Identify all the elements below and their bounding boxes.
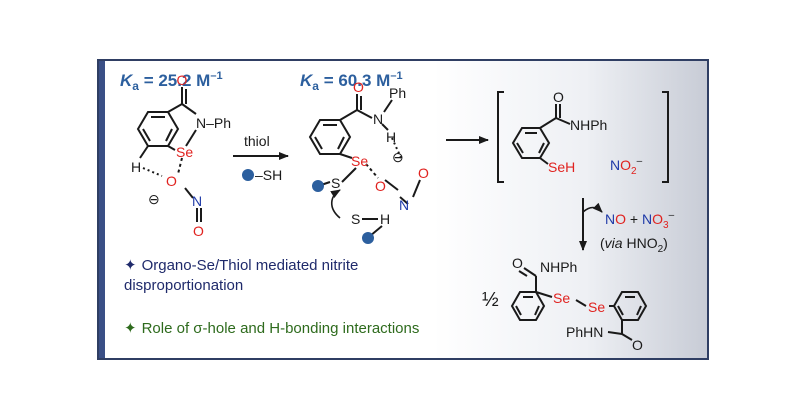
selenol-carbonyl-o: O [553,89,564,105]
left-ka-label: Ka = 25.2 M–1 [120,70,223,93]
middle-se-atom: Se [351,153,368,169]
middle-bead-1-icon [312,180,324,192]
thiol-sh: –SH [255,167,282,183]
middle-s2-atom: S [351,211,360,227]
left-se-atom: Se [176,144,193,160]
middle-bead-2-icon [362,232,374,244]
right-bracket [662,91,669,183]
thiol-arrow: thiol –SH [233,133,289,183]
left-carbonyl-o: O [177,72,188,88]
figure-frame [97,59,709,360]
middle-bonds [317,94,421,237]
diselenide-se2: Se [588,299,605,315]
left-accent-bar [99,61,105,358]
left-h-atom: H [131,159,141,175]
left-minus-charge: ⊖ [148,191,160,207]
thiol-label: thiol [244,133,270,149]
diselenide-nhph: NHPh [540,259,577,275]
reaction-arrow-3 [579,198,603,251]
selenol-seh: SeH [548,159,575,175]
bullet-2: ✦Role of σ-hole and H-bonding interactio… [124,320,419,337]
half-coefficient: ½ [482,289,499,311]
diselenide-phhn: PhHN [566,324,603,340]
left-bonds [139,87,202,222]
no-products: NO + NO3– [605,210,675,231]
middle-ph: Ph [389,85,406,101]
left-amide-nph: N–Ph [196,115,231,131]
thiol-bead-icon [242,169,254,181]
via-hno2: (via HNO2) [600,235,668,255]
left-n-atom: N [192,193,202,209]
middle-o2-atom: O [418,165,429,181]
left-o-atom: O [166,173,177,189]
bullet-1: ✦Organo-Se/Thiol mediated nitrite dispro… [124,257,358,294]
gas-products: NO + NO3– (via HNO2) [600,210,675,255]
left-benzene-ring [136,111,180,147]
bullet-1-line-1: ✦Organo-Se/Thiol mediated nitrite [124,257,358,274]
left-o-bottom: O [193,223,204,239]
middle-ka-label: Ka = 60.3 M–1 [300,70,403,93]
diselenide-product: ½ O NHPh Se Se PhHN O [482,255,648,353]
middle-carbonyl-o: O [353,79,364,95]
middle-complex: Ka = 60.3 M–1 [300,70,429,244]
middle-minus-charge: ⊖ [392,149,404,165]
selenol-product: O NHPh SeH NO2– [497,89,669,183]
middle-amide-h: H [386,129,396,145]
curved-arrow-icon [330,189,341,219]
nitrite-label: NO2– [610,156,643,177]
diselenide-se1: Se [553,290,570,306]
selenol-nhph: NHPh [570,117,607,133]
bullet-2-text: ✦Role of σ-hole and H-bonding interactio… [124,320,419,337]
middle-benzene-ring [308,119,352,155]
middle-amide-n: N [373,111,383,127]
middle-s1-atom: S [331,175,340,191]
middle-s2-h: H [380,211,390,227]
diselenide-o-bottom: O [632,337,643,353]
middle-o-atom: O [375,178,386,194]
left-complex: Ka = 25.2 M–1 O N–Ph Se H O N O ⊖ [120,70,231,239]
left-bracket [497,91,504,183]
middle-n-atom: N [399,197,409,213]
bullet-1-line-2: disproportionation [124,277,243,294]
diselenide-o-top: O [512,255,523,271]
